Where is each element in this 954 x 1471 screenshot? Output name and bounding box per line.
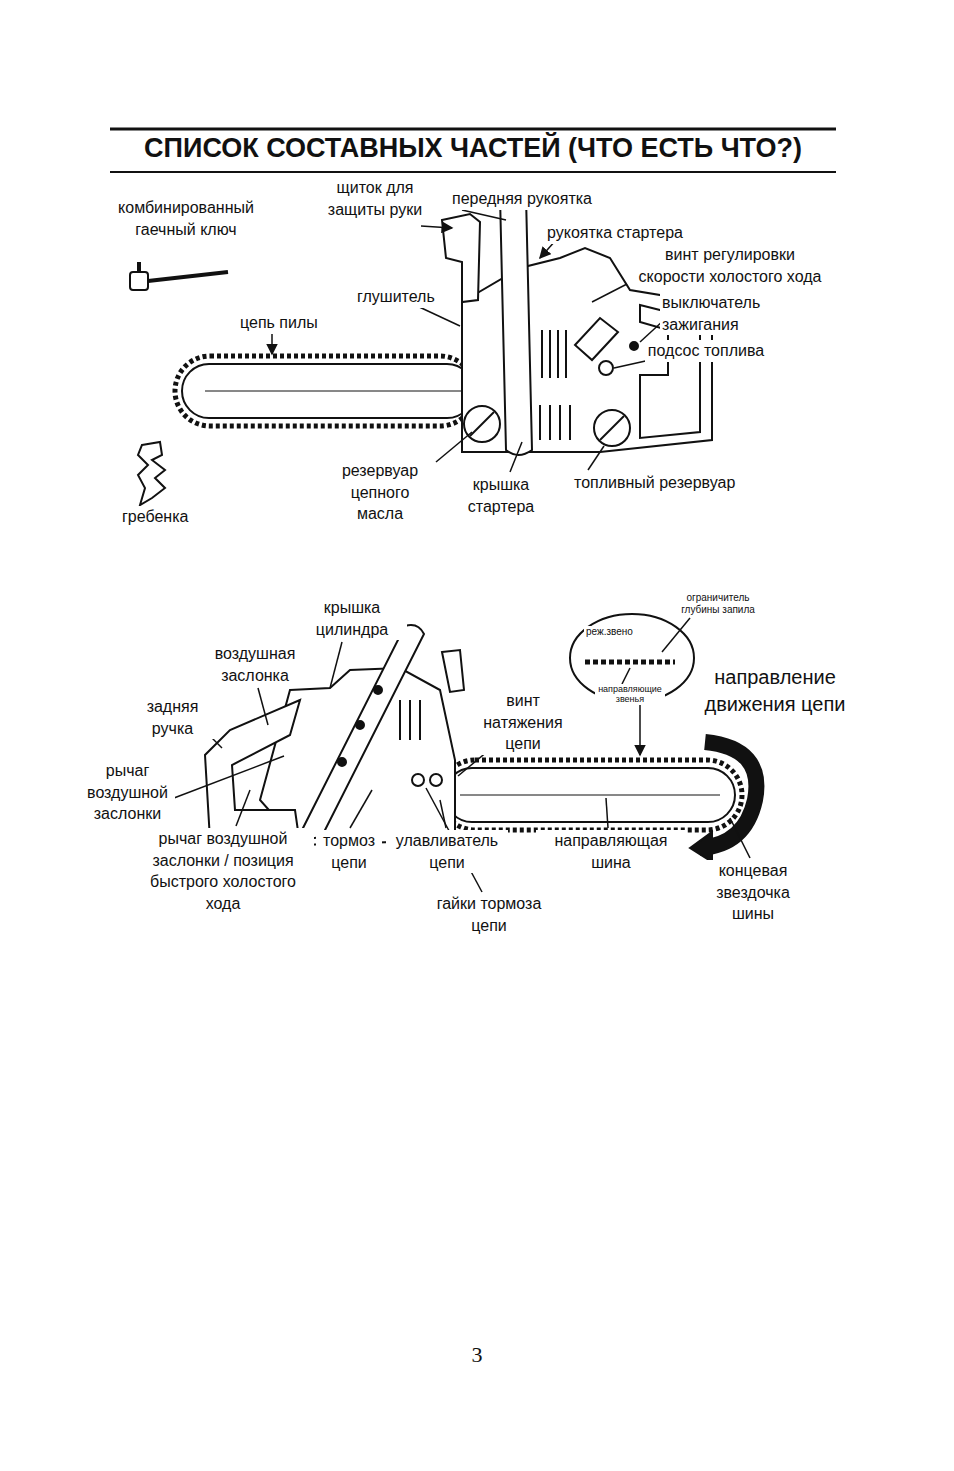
part-label: ограничитель глубины запила [668,592,768,615]
page-number: 3 [460,1340,494,1370]
title-rule [110,128,836,131]
part-label: воздушная заслонка [200,643,310,686]
part-label: концевая звездочка шины [698,860,808,925]
page-title: СПИСОК СОСТАВНЫХ ЧАСТЕЙ (ЧТО ЕСТЬ ЧТО?) [110,133,836,164]
part-label: крышка цилиндра [297,597,407,640]
part-label: цепь пилы [238,312,338,334]
part-label: тормоз цепи [316,830,382,873]
part-label: резервуар цепного масла [330,460,430,525]
leader-lines [272,210,664,472]
part-label: рукоятка стартера [545,222,715,244]
part-label: топливный резервуар [572,472,762,494]
part-label: крышка стартера [455,474,547,517]
part-label: выключатель зажигания [660,292,785,335]
part-label: глушитель [355,286,455,308]
part-label: щиток для защиты руки [325,177,425,220]
part-label: направление движения цепи [700,664,850,718]
part-label: рычаг воздушной заслонки / позиция быстр… [132,828,314,914]
part-label: гребенка [120,506,220,528]
title-rule [110,171,836,173]
part-label: подсос топлива [645,340,767,362]
part-label: задняя ручка [130,696,215,739]
part-label: направляющая шина [536,830,686,873]
part-label: винт натяжения цепи [468,690,578,755]
part-label: рычаг воздушной заслонки [80,760,175,825]
part-label: гайки тормоза цепи [428,893,550,936]
part-label: реж.звено [584,626,654,638]
part-label: комбинированный гаечный ключ [100,197,272,240]
part-label: направляющие звенья [595,684,665,705]
part-label: передняя рукоятка [450,188,625,210]
part-label: винт регулировки скорости холостого хода [634,244,826,287]
part-label: улавливатель цепи [386,830,508,873]
